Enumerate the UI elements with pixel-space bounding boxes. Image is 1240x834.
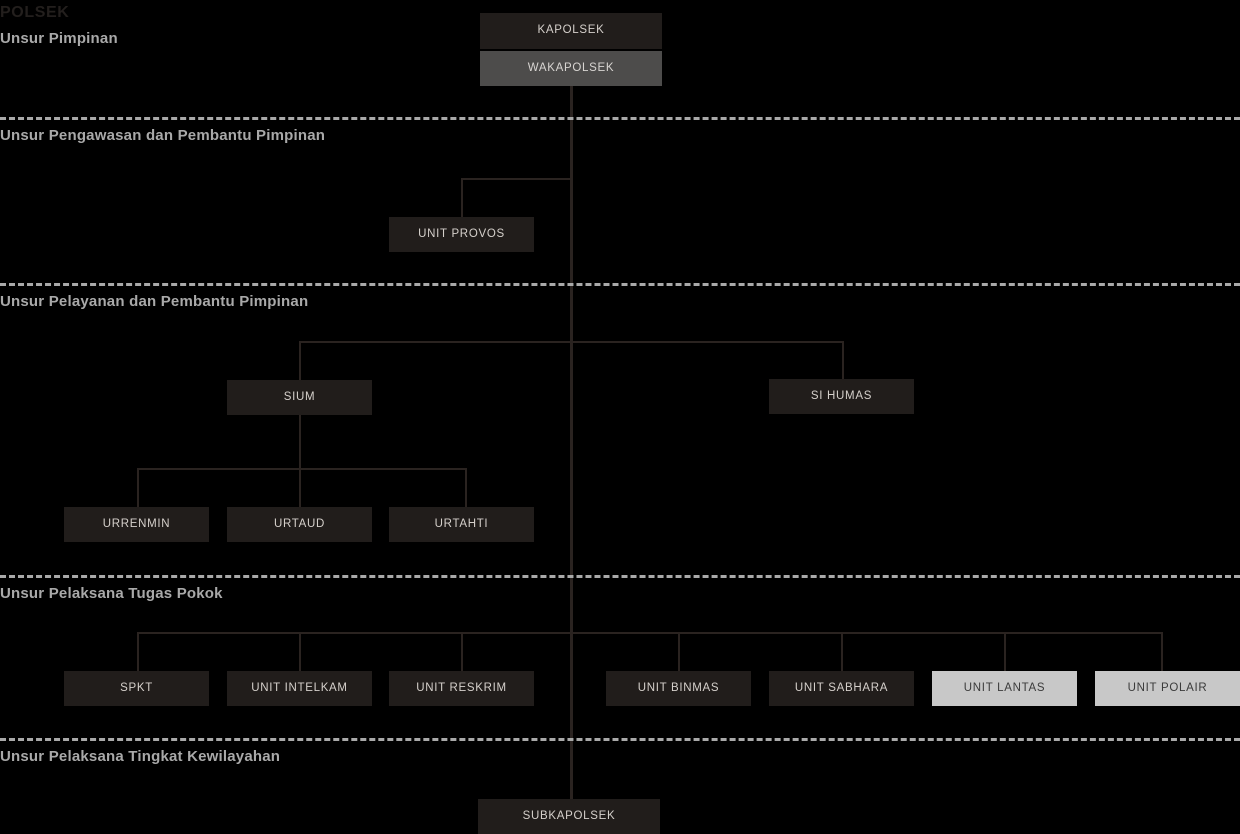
node-subkapolsek[interactable]: SUBKAPOLSEK <box>478 799 660 834</box>
divider-pengawasan <box>0 117 1240 120</box>
divider-pelaksana <box>0 575 1240 578</box>
connector-si-humas-drop <box>842 341 844 380</box>
connector-unit-intelkam-drop <box>299 632 301 671</box>
node-wakapolsek[interactable]: WAKAPOLSEK <box>480 51 662 86</box>
connector-unit-binmas-drop <box>678 632 680 671</box>
connector-sium-drop <box>299 341 301 380</box>
connector-pelayanan-bus <box>299 341 844 343</box>
section-label-pelaksana: Unsur Pelaksana Tugas Pokok <box>0 585 223 602</box>
node-unit-polair[interactable]: UNIT POLAIR <box>1095 671 1240 706</box>
section-label-pengawasan: Unsur Pengawasan dan Pembantu Pimpinan <box>0 127 326 144</box>
connector-urtahti-drop <box>465 468 467 507</box>
divider-kewilayahan <box>0 738 1240 741</box>
connector-unit-sabhara-drop <box>841 632 843 671</box>
node-unit-lantas[interactable]: UNIT LANTAS <box>932 671 1077 706</box>
node-sium[interactable]: SIUM <box>227 380 372 415</box>
connector-urrenmin-drop <box>137 468 139 507</box>
node-si-humas[interactable]: SI HUMAS <box>769 379 914 414</box>
connector-unit-reskrim-drop <box>461 632 463 671</box>
connector-sium-children-bus <box>137 468 467 470</box>
section-label-kewilayahan: Unsur Pelaksana Tingkat Kewilayahan <box>0 748 281 765</box>
connector-unit-lantas-drop <box>1004 632 1006 671</box>
node-unit-provos[interactable]: UNIT PROVOS <box>389 217 534 252</box>
node-unit-intelkam[interactable]: UNIT INTELKAM <box>227 671 372 706</box>
divider-pelayanan <box>0 283 1240 286</box>
section-label-pelayanan: Unsur Pelayanan dan Pembantu Pimpinan <box>0 293 309 310</box>
page-title: POLSEK <box>0 4 70 21</box>
node-unit-reskrim[interactable]: UNIT RESKRIM <box>389 671 534 706</box>
node-unit-binmas[interactable]: UNIT BINMAS <box>606 671 751 706</box>
connector-unit-polair-drop <box>1161 632 1163 671</box>
connector-provos-horizontal <box>461 178 572 180</box>
connector-provos-vertical <box>461 178 463 217</box>
node-urtaud[interactable]: URTAUD <box>227 507 372 542</box>
node-spkt[interactable]: SPKT <box>64 671 209 706</box>
node-kapolsek[interactable]: KAPOLSEK <box>480 13 662 49</box>
connector-urtaud-drop <box>299 468 301 507</box>
node-urtahti[interactable]: URTAHTI <box>389 507 534 542</box>
connector-sium-stem <box>299 415 301 468</box>
connector-pelaksana-bus <box>137 632 1163 634</box>
connector-spkt-drop <box>137 632 139 671</box>
node-urrenmin[interactable]: URRENMIN <box>64 507 209 542</box>
section-label-pimpinan: Unsur Pimpinan <box>0 30 118 47</box>
main-trunk-line <box>570 82 573 799</box>
node-unit-sabhara[interactable]: UNIT SABHARA <box>769 671 914 706</box>
